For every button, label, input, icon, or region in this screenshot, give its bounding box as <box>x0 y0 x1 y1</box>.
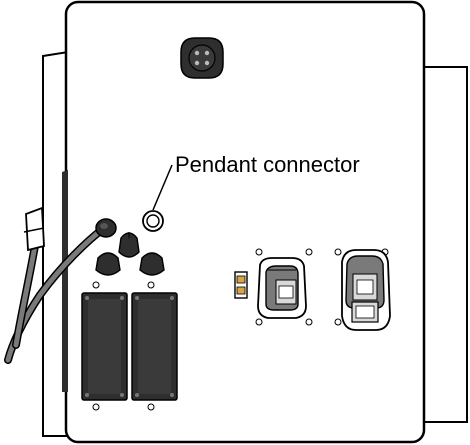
blank-plate-left <box>81 292 128 401</box>
receptacle-cap-top <box>118 232 140 258</box>
pendant-connector-label: Pendant connector <box>175 152 360 177</box>
top-circular-connector <box>180 37 224 79</box>
power-cable <box>4 206 117 364</box>
capped-receptacles <box>95 232 165 276</box>
pendant-connector <box>142 210 164 232</box>
left-edge-slot <box>62 170 68 392</box>
rectangular-connector-left <box>255 248 313 326</box>
blank-plates <box>81 281 178 411</box>
cable-clamp <box>25 206 45 252</box>
terminal-block <box>234 271 248 299</box>
receptacle-cap-right <box>139 252 165 276</box>
receptacle-cap-left <box>95 252 121 276</box>
right-side-panel <box>419 66 468 423</box>
pendant-connector-callout: Pendant connector <box>152 152 360 211</box>
callout-leader-line <box>152 164 173 211</box>
rectangular-connector-right <box>334 248 391 331</box>
blank-plate-right <box>131 292 178 401</box>
